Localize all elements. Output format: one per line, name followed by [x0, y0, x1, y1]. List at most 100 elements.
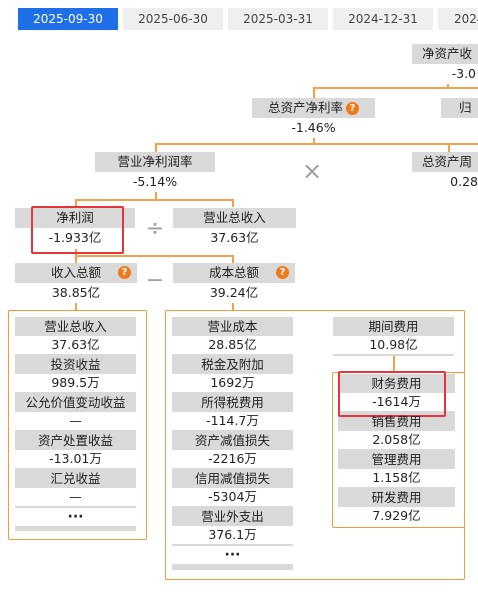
net-margin-value: -5.14%: [95, 172, 215, 192]
period-expense-label: 期间费用: [368, 319, 419, 334]
cost-item-label: 资产减值损失: [194, 433, 270, 448]
income-item-label: 资产处置收益: [37, 433, 113, 448]
tab-2024-12-31[interactable]: 2024-12-31: [333, 8, 433, 30]
income-item[interactable]: 投资收益 989.5万: [15, 356, 136, 392]
income-item-label: 营业总收入: [44, 319, 107, 334]
asset-turnover-label: 总资产周: [412, 152, 478, 172]
connector: [447, 80, 449, 88]
connector: [75, 302, 77, 311]
income-item[interactable]: 汇兑收益 —: [15, 470, 136, 506]
total-cost-label: 成本总额: [208, 265, 259, 280]
cost-item-value: 1692万: [172, 374, 293, 392]
income-item-value: —: [15, 412, 136, 430]
cost-item-label: 营业外支出: [201, 509, 264, 524]
expense-item-label: 管理费用: [371, 452, 422, 467]
help-icon[interactable]: ?: [276, 266, 289, 279]
tab-2025-03-31[interactable]: 2025-03-31: [228, 8, 328, 30]
period-expense-node[interactable]: 期间费用 10.98亿: [333, 318, 454, 354]
cost-item[interactable]: 营业成本 28.85亿: [172, 318, 293, 354]
connector: [313, 87, 478, 89]
roe-value: -3.0: [412, 64, 478, 84]
tab-2025-06-30[interactable]: 2025-06-30: [123, 8, 223, 30]
cost-item[interactable]: 信用减值损失 -5304万: [172, 470, 293, 506]
cost-item-value: 376.1万: [172, 526, 293, 544]
income-item-value: —: [15, 488, 136, 506]
total-income-label: 收入总额: [50, 265, 101, 280]
expense-item-value: -1614万: [338, 393, 455, 411]
cost-item[interactable]: 所得税费用 -114.7万: [172, 394, 293, 430]
period-expense-value: 10.98亿: [333, 336, 454, 354]
cost-more[interactable]: ···: [172, 546, 293, 564]
gui-node[interactable]: 归: [441, 98, 478, 138]
cost-item[interactable]: 资产减值损失 -2216万: [172, 432, 293, 468]
multiply-operator: ×: [301, 157, 323, 185]
roa-node[interactable]: 总资产净利率? -1.46%: [252, 98, 375, 138]
cost-item-label: 所得税费用: [201, 395, 264, 410]
connector: [75, 255, 233, 257]
expense-item-value: 1.158亿: [338, 469, 455, 487]
more-ellipsis-icon: ···: [15, 508, 136, 526]
net-profit-value: -1.933亿: [15, 228, 135, 248]
help-icon[interactable]: ?: [346, 102, 359, 115]
expense-item[interactable]: 管理费用 1.158亿: [338, 451, 455, 487]
income-item-label: 公允价值变动收益: [25, 395, 126, 410]
connector: [232, 199, 234, 207]
cost-item[interactable]: 营业外支出 376.1万: [172, 508, 293, 544]
net-profit-label: 净利润: [15, 208, 135, 228]
tab-2025-09-30[interactable]: 2025-09-30: [18, 8, 118, 30]
cost-item-label: 税金及附加: [201, 357, 264, 372]
income-item-value: 37.63亿: [15, 336, 136, 354]
gui-label: 归: [441, 98, 478, 118]
net-profit-highlight: [31, 206, 124, 254]
finance-expense-highlight: [338, 371, 446, 417]
total-cost-node[interactable]: 成本总额? 39.24亿: [173, 263, 295, 303]
tab-2024[interactable]: 2024: [438, 8, 478, 30]
connector: [75, 255, 77, 263]
roe-node[interactable]: 净资产收 -3.0: [412, 44, 478, 84]
income-more[interactable]: ···: [15, 508, 136, 526]
connector: [313, 87, 315, 100]
expense-item-value: 2.058亿: [338, 431, 455, 449]
connector: [232, 302, 234, 311]
expense-item[interactable]: 销售费用 2.058亿: [338, 413, 455, 449]
expense-item-label: 销售费用: [371, 414, 422, 429]
net-profit-node[interactable]: 净利润 -1.933亿: [15, 208, 135, 248]
connector: [155, 143, 157, 153]
help-icon[interactable]: ?: [118, 266, 131, 279]
divide-operator: ÷: [145, 216, 165, 241]
income-item-value: 989.5万: [15, 374, 136, 392]
more-ellipsis-icon: ···: [172, 546, 293, 564]
total-income-node[interactable]: 收入总额? 38.85亿: [15, 263, 137, 303]
income-item[interactable]: 资产处置收益 -13.01万: [15, 432, 136, 468]
net-margin-node[interactable]: 营业净利润率 -5.14%: [95, 152, 215, 192]
minus-operator: −: [145, 268, 165, 293]
total-cost-value: 39.24亿: [173, 283, 295, 303]
cost-item[interactable]: 税金及附加 1692万: [172, 356, 293, 392]
income-item-label: 投资收益: [50, 357, 101, 372]
expense-item[interactable]: 研发费用 7.929亿: [338, 489, 455, 525]
revenue-label: 营业总收入: [173, 208, 296, 228]
roe-label: 净资产收: [412, 44, 478, 64]
connector: [75, 199, 233, 201]
expense-item[interactable]: 财务费用 -1614万: [338, 375, 455, 411]
cost-item-value: 28.85亿: [172, 336, 293, 354]
asset-turnover-value: 0.28: [412, 172, 478, 192]
revenue-node[interactable]: 营业总收入 37.63亿: [173, 208, 296, 248]
income-item[interactable]: 营业总收入 37.63亿: [15, 318, 136, 354]
revenue-value: 37.63亿: [173, 228, 296, 248]
expense-item-label: 财务费用: [371, 376, 422, 391]
connector: [313, 136, 315, 144]
roa-label: 总资产净利率: [267, 100, 343, 115]
connector: [448, 143, 450, 153]
expense-item-value: 7.929亿: [338, 507, 455, 525]
cost-item-value: -2216万: [172, 450, 293, 468]
total-income-value: 38.85亿: [15, 283, 137, 303]
income-detail-frame: [8, 310, 147, 540]
cost-item-value: -5304万: [172, 488, 293, 506]
connector: [232, 255, 234, 263]
connector: [75, 199, 77, 207]
income-item[interactable]: 公允价值变动收益 —: [15, 394, 136, 430]
asset-turnover-node[interactable]: 总资产周 0.28: [412, 152, 478, 192]
roa-value: -1.46%: [252, 118, 375, 138]
cost-item-label: 营业成本: [207, 319, 258, 334]
